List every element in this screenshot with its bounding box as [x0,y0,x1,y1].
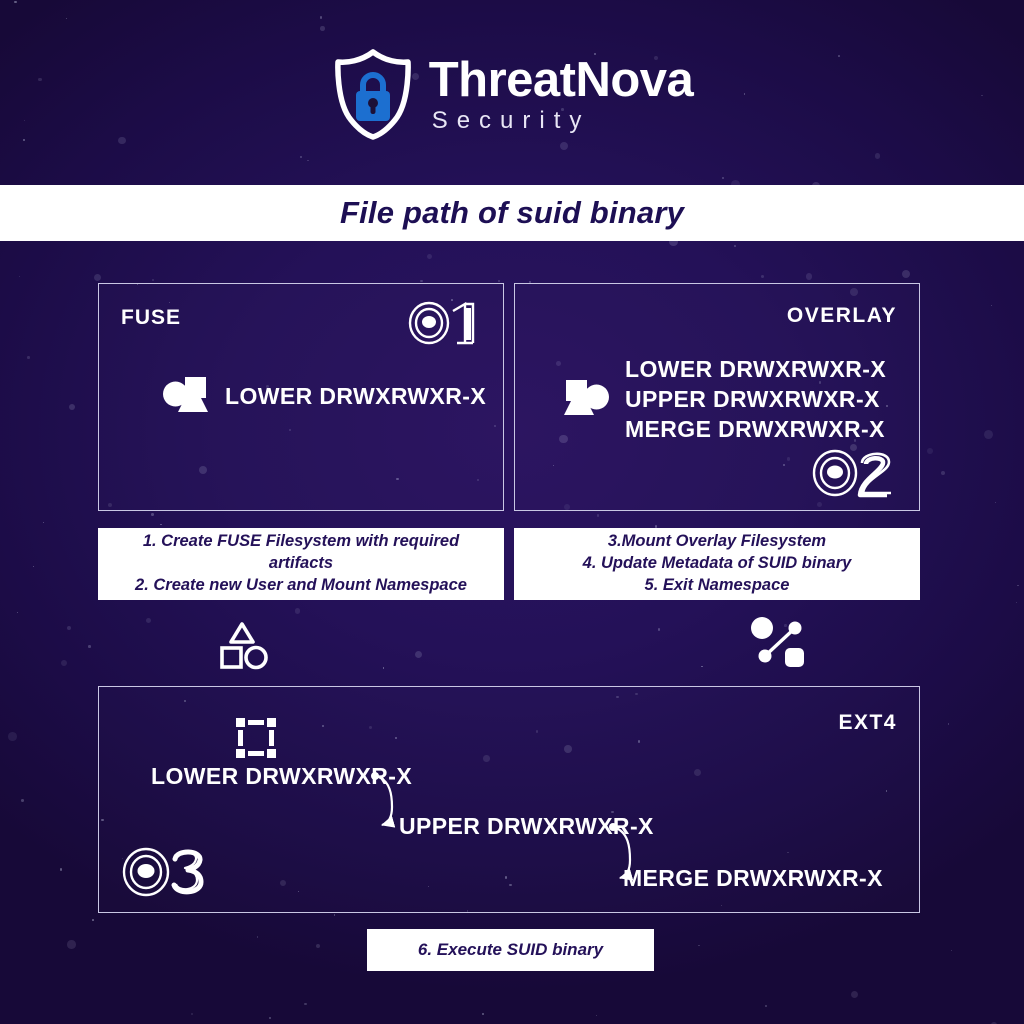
caption-overlay-line2: 4. Update Metadata of SUID binary [582,554,852,573]
ext4-flow-connectors [371,772,634,881]
overlay-merge-line: MERGE DRWXRWXR-X [625,416,885,442]
overlay-lower-line: LOWER DRWXRWXR-X [625,356,887,382]
ext4-lower-line: LOWER DRWXRWXR-X [151,763,413,789]
fuse-filesystem-label: FUSE [121,306,182,329]
fuse-lower-line: LOWER DRWXRWXR-X [225,383,487,409]
overlay-filesystem-label: OVERLAY [786,304,897,327]
caption-overlay-line3: 5. Exit Namespace [644,575,790,594]
caption-fuse-line3: 2. Create new User and Mount Namespace [135,575,467,594]
caption-execute: 6. Execute SUID binary [367,929,654,971]
caption-overlay-line1: 3.Mount Overlay Filesystem [607,532,827,551]
caption-execute-line1: 6. Execute SUID binary [417,939,604,959]
node-link-network-icon [748,613,810,676]
shield-lock-icon [331,48,415,140]
triangle-square-circle-icon [214,616,270,677]
panel-fuse: FUSE LOWER DRWXRWXR-X [98,283,504,511]
brand-subtitle: Security [431,106,591,134]
ext4-merge-line: MERGE DRWXRWXR-X [623,865,883,891]
page-title-banner: File path of suid binary [0,185,1024,241]
ext4-upper-line: UPPER DRWXRWXR-X [399,813,654,839]
panel-ext4: EXT4 [98,686,920,913]
badge-03 [121,846,207,898]
panel-overlay: OVERLAY LOWER DRWXRWXR [514,283,920,511]
caption-fuse-line2: artifacts [268,554,334,573]
fuse-content-row: LOWER DRWXRWXR-X [163,372,486,421]
circle-triangle-square-icon [163,372,209,421]
overlay-upper-line: UPPER DRWXRWXR-X [625,386,880,412]
dashed-selection-frame-icon [232,714,280,767]
page-title: File path of suid binary [339,195,685,230]
badge-01 [407,300,483,346]
caption-fuse: 1. Create FUSE Filesystem with required … [98,528,504,600]
brand-title: ThreatNova [428,52,694,107]
badge-02 [811,448,895,498]
overlay-content-row: LOWER DRWXRWXR-X UPPER DRWXRWXR-X MERGE … [563,356,886,443]
square-triangle-circle-icon [563,375,609,424]
caption-fuse-line1: 1. Create FUSE Filesystem with required [142,532,460,551]
caption-overlay: 3.Mount Overlay Filesystem 4. Update Met… [514,528,920,600]
ext4-filesystem-label: EXT4 [838,711,897,734]
brand-logo: ThreatNova Security [0,48,1024,140]
